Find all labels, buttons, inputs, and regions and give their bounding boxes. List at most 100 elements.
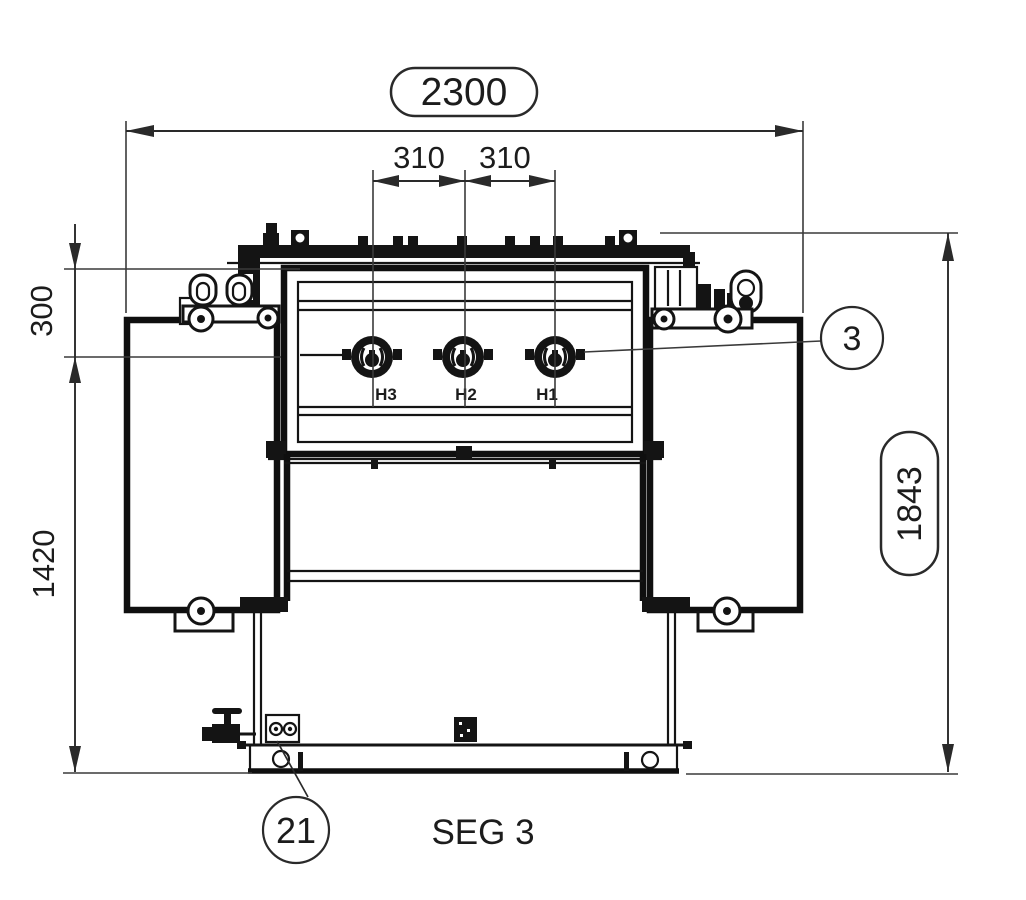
callout-21: 21: [261, 740, 331, 865]
overall-width-value: 2300: [421, 71, 508, 114]
dimension-left-stack: 300 1420: [24, 224, 300, 774]
bushing-h2-label: H2: [455, 385, 477, 404]
right-fitting-block-1: [697, 284, 711, 308]
base-rib-left: [298, 752, 303, 771]
left-lug-1-slot: [195, 281, 211, 302]
bushing-h2-tab-left: [433, 349, 442, 360]
flange-center-clamp: [456, 446, 472, 458]
bushing-h1-bracket: [561, 347, 567, 367]
cover-pad-left-hole: [295, 233, 305, 243]
valve-handle: [212, 708, 242, 714]
cover-bolt: [553, 236, 563, 246]
dimension-bubble: [879, 430, 940, 577]
bushing-h3: H3: [342, 336, 402, 404]
left-radiator-plug-center: [197, 607, 205, 615]
dimension-overall-height: 1843: [660, 232, 958, 775]
bushing-h1: H1: [525, 336, 585, 404]
flange-step-right: [644, 441, 664, 458]
right-radiator-bracket: [696, 611, 755, 633]
left-lug-2-slot: [231, 281, 247, 302]
arrowhead: [942, 233, 954, 261]
left-clamp-assembly: [178, 273, 281, 333]
base-nub-right: [683, 741, 692, 749]
valve-stem: [224, 713, 231, 725]
arrowhead: [775, 125, 803, 137]
callout-balloon: [261, 795, 331, 865]
terminal-box: [264, 713, 301, 744]
right-lug-pin: [739, 296, 753, 310]
bushing-h2-bracket: [451, 347, 457, 367]
bushing-h2-bracket: [469, 347, 475, 367]
bushing-h1-label: H1: [536, 385, 558, 404]
flange-step-left: [266, 441, 286, 458]
callout-balloon: [819, 305, 885, 371]
cover-stud-nut: [266, 223, 277, 233]
right-roller-1-pin: [660, 315, 668, 323]
lower-tank: [252, 612, 677, 744]
jack-hole-right: [640, 750, 660, 770]
arrowhead: [465, 175, 491, 187]
bushing-h3-tab-right: [393, 349, 402, 360]
bushing-h3-label: H3: [375, 385, 397, 404]
radiator-foot-left: [240, 597, 288, 612]
flange-bolt: [371, 460, 378, 469]
arrowhead: [69, 746, 81, 772]
ground-pad-dot: [467, 729, 470, 732]
right-radiator-panel: [646, 316, 804, 614]
arrowhead: [69, 243, 81, 269]
ground-pad-dot: [459, 722, 462, 725]
pitch-left-value: 310: [393, 140, 445, 175]
mid-tank: [240, 454, 690, 612]
bushing-h3-tab-left: [342, 349, 351, 360]
bushing-h1-tab-left: [525, 349, 534, 360]
ground-pad-dot: [460, 734, 463, 737]
bushing-h3-bracket: [360, 347, 366, 367]
arrowhead: [942, 744, 954, 772]
callout-3: 3: [583, 305, 885, 371]
callout-21-id: 21: [276, 810, 316, 851]
cover-stud-base: [263, 233, 279, 245]
left-radiator: [123, 316, 281, 633]
bushing-h3-bracket: [378, 347, 384, 367]
left-radiator-bracket: [173, 611, 235, 633]
callout-3-id: 3: [843, 320, 862, 358]
bushing-h1-bracket: [543, 347, 549, 367]
dimension-overall-width: 2300: [125, 66, 804, 313]
bushing-h2: H2: [433, 336, 493, 404]
overall-height-value: 1843: [891, 466, 929, 542]
left-roller-2-pin: [264, 314, 272, 322]
drawing-label: SEG 3: [431, 813, 534, 852]
flange-bolt: [549, 460, 556, 469]
right-roller-2-pin: [723, 314, 733, 324]
cover-pad-right-hole: [623, 233, 633, 243]
right-radiator-plug-center: [723, 607, 731, 615]
bushing-h1-tab-right: [576, 349, 585, 360]
valve-body: [212, 724, 240, 743]
dimension-bushing-pitch: 310 310: [372, 140, 556, 407]
bushing-h3-cap: [365, 353, 379, 367]
bushing-h2-cap: [456, 353, 470, 367]
cover-bolt: [393, 236, 403, 246]
terminal-port-pin: [287, 726, 293, 732]
cover-bolt: [505, 236, 515, 246]
left-roller-1-pin: [197, 315, 205, 323]
leader-line: [583, 340, 822, 353]
right-radiator: [646, 316, 804, 633]
pitch-right-value: 310: [479, 140, 531, 175]
right-fitting-box: [653, 265, 699, 311]
drain-valve: [202, 708, 256, 743]
leader-line: [276, 740, 309, 798]
arrowhead: [69, 357, 81, 383]
dimension-bubble: [389, 66, 539, 118]
terminal-port-pin: [273, 726, 279, 732]
top-to-bushing-value: 300: [24, 285, 59, 337]
bushing-to-base-value: 1420: [26, 530, 61, 599]
base-skid: [237, 741, 692, 774]
cover-bolt: [530, 236, 540, 246]
arrowhead: [529, 175, 555, 187]
cover-bolt: [605, 236, 615, 246]
base-rib-right: [624, 752, 629, 771]
cover-plate: [238, 245, 690, 258]
